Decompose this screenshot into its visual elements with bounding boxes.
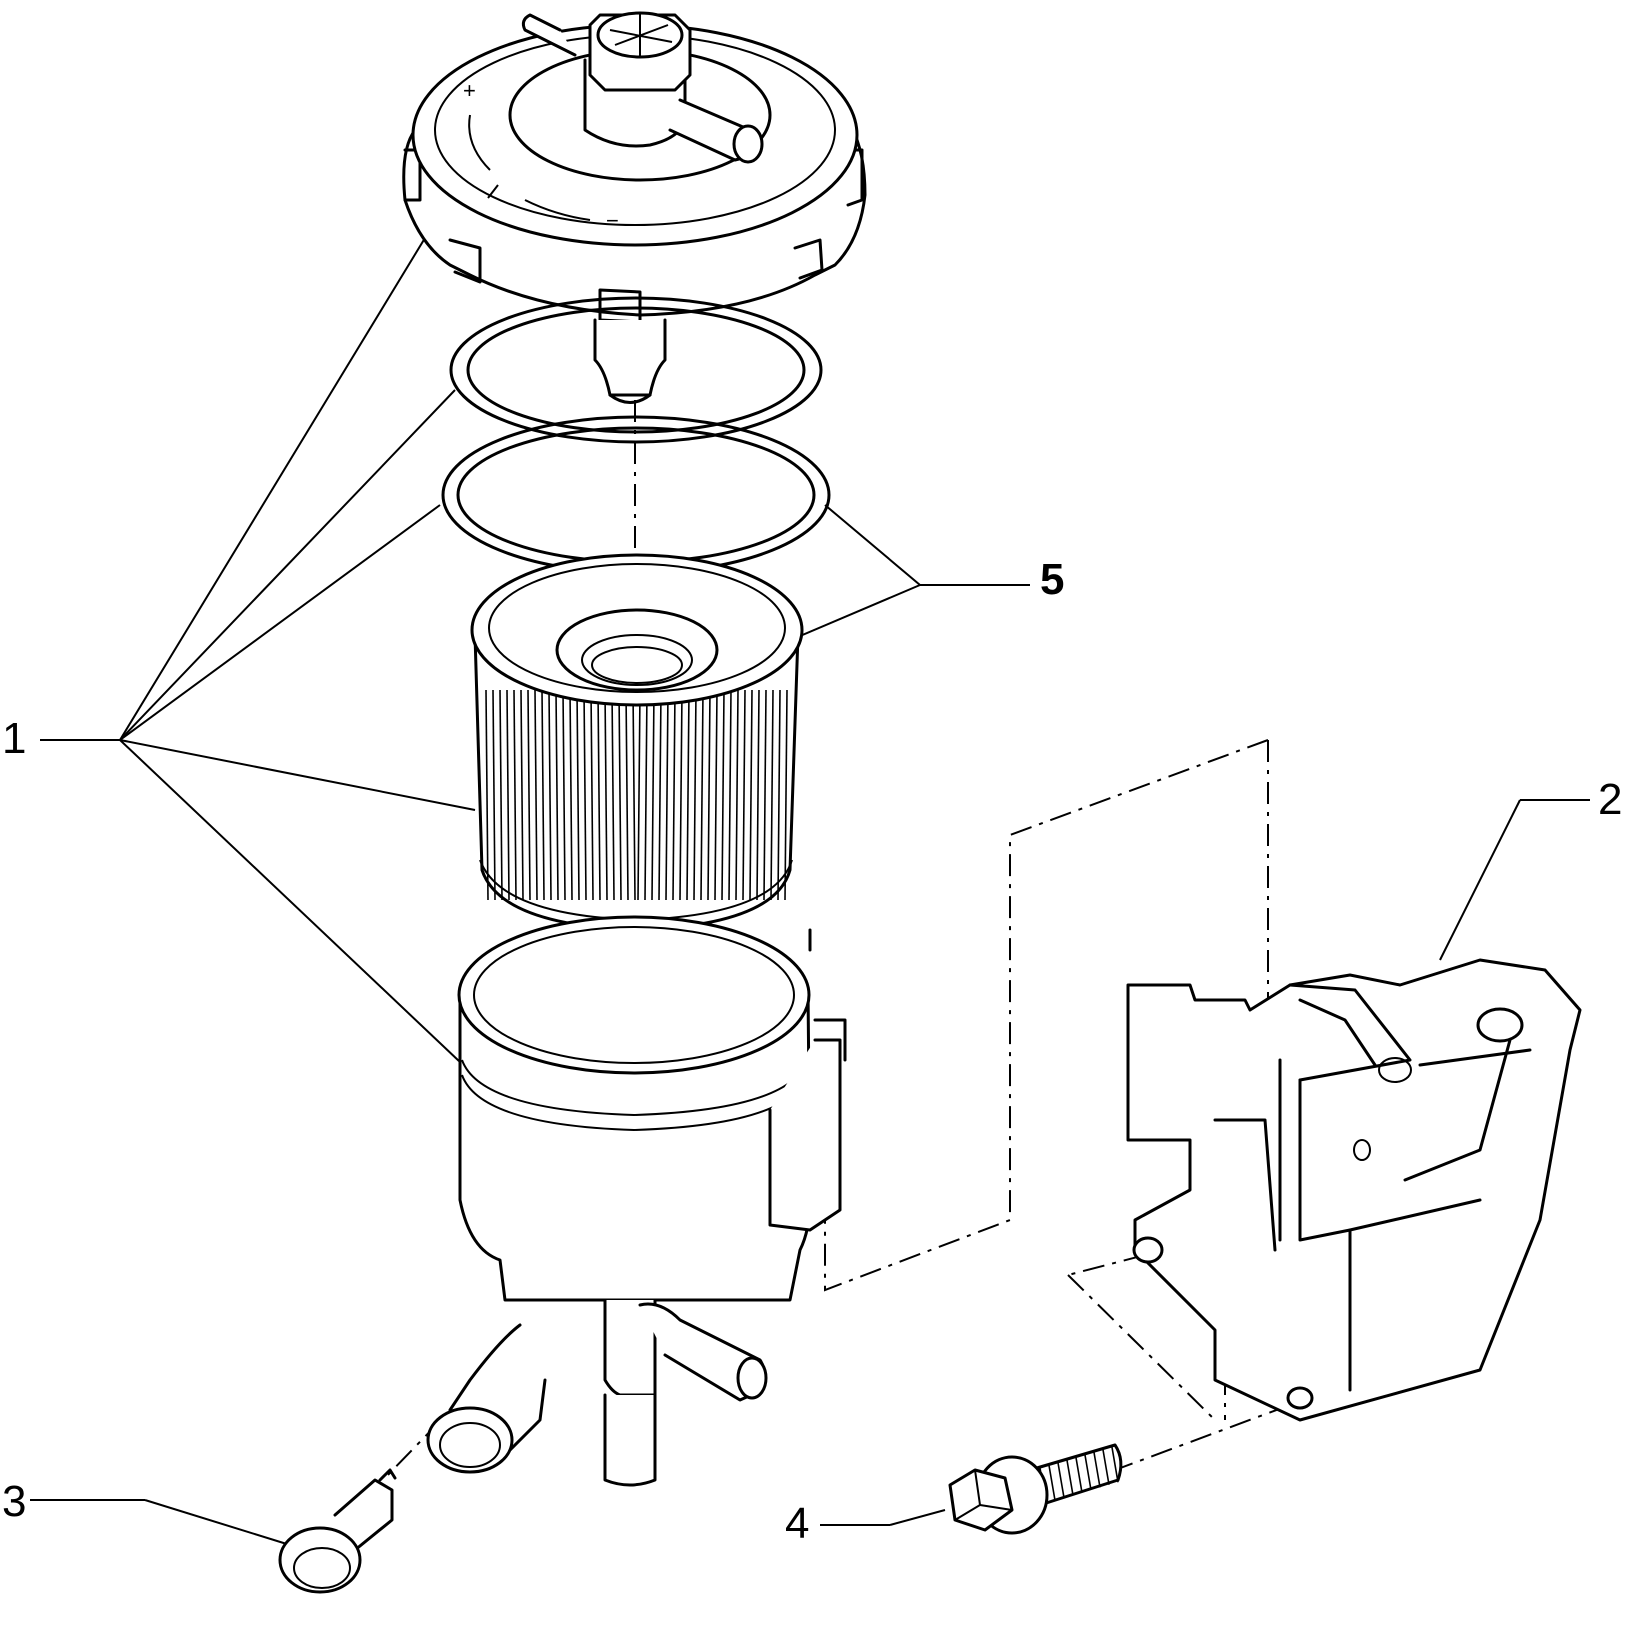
cap-plus-mark: + — [463, 78, 476, 103]
filter-pleat — [721, 689, 725, 901]
filter-pleat — [784, 689, 788, 901]
filter-pleat — [590, 689, 594, 901]
filter-pleat — [679, 689, 683, 901]
filter-pleat — [700, 689, 704, 901]
filter-pleat — [735, 689, 739, 901]
filter-pleat — [611, 689, 615, 901]
filter-pleat — [541, 689, 545, 901]
filter-pleat — [686, 689, 690, 901]
callout-2: 2 — [1598, 775, 1623, 824]
filter-pleat — [693, 689, 697, 901]
filter-pleat — [618, 689, 622, 901]
filter-pleat — [625, 689, 629, 901]
bolt-thread — [1048, 1465, 1056, 1501]
bolt-thread — [1084, 1454, 1092, 1491]
filter-pleat — [728, 689, 732, 901]
cap-minus-mark: − — [606, 208, 619, 233]
filter-pleat — [742, 689, 746, 901]
filter-pleat — [763, 689, 767, 901]
bolt-thread — [1066, 1460, 1074, 1496]
filter-element — [470, 553, 804, 932]
callout-4: 4 — [785, 1499, 810, 1548]
callout-3: 3 — [2, 1477, 27, 1526]
bolt — [948, 1443, 1123, 1535]
filter-pleat — [749, 689, 753, 901]
filter-pleat — [527, 689, 531, 901]
filter-pleat — [672, 689, 676, 901]
filter-pleat — [632, 689, 636, 901]
filter-pleat — [492, 689, 496, 901]
filter-pleat — [777, 689, 781, 901]
bolt-thread — [1075, 1457, 1083, 1493]
filter-pleat — [714, 689, 718, 901]
filter-pleat — [707, 689, 711, 901]
filter-pleat — [604, 689, 608, 901]
filter-pleat — [499, 689, 503, 901]
filter-pleat — [665, 689, 669, 901]
filter-pleat — [555, 689, 559, 901]
filter-pleat — [485, 689, 489, 901]
filter-pleat — [569, 689, 573, 901]
filter-pleat — [548, 689, 552, 901]
filter-pleat — [562, 689, 566, 901]
filter-bowl — [426, 915, 847, 1487]
filter-pleat — [651, 689, 655, 901]
filter-pleat — [534, 689, 538, 901]
filter-pleat — [637, 689, 641, 901]
callout-1: 1 — [2, 714, 27, 763]
filter-pleat — [506, 689, 510, 901]
filter-pleat — [756, 689, 760, 901]
bolt-thread — [1111, 1447, 1119, 1483]
bolt-thread — [1093, 1452, 1101, 1488]
filter-pleat — [658, 689, 662, 901]
bolt-thread — [1057, 1462, 1065, 1498]
filter-pleat — [597, 689, 601, 901]
filter-pleat — [770, 689, 774, 901]
filter-pleat — [576, 689, 580, 901]
mounting-bracket — [1126, 958, 1582, 1422]
filter-pleat — [644, 689, 648, 901]
filter-pleat — [583, 689, 587, 901]
filter-pleat — [520, 689, 524, 901]
bolt-thread — [1102, 1449, 1110, 1485]
callout-5: 5 — [1040, 555, 1065, 604]
leader-lines — [30, 237, 1590, 1546]
drain-plug — [278, 1468, 397, 1594]
filter-cap — [402, 11, 867, 404]
filter-pleat — [513, 689, 517, 901]
